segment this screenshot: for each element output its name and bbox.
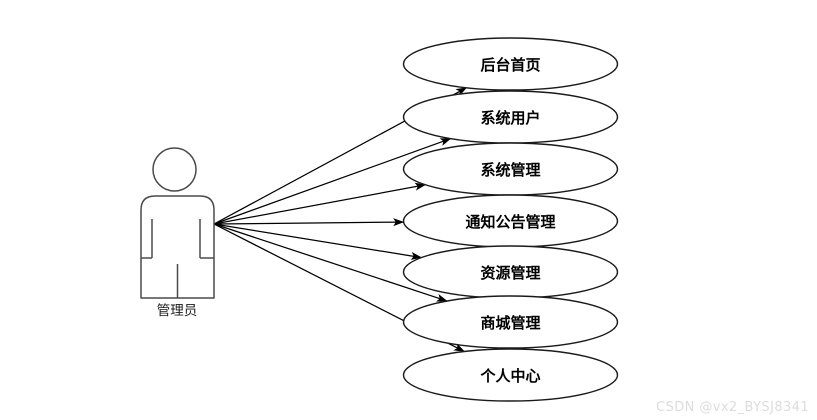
- actor-head-icon: [152, 147, 197, 192]
- use-case-node[interactable]: 系统用户: [402, 90, 619, 144]
- association-line-2: [213, 137, 452, 225]
- use-case-label: 个人中心: [479, 367, 540, 385]
- use-case-label: 后台首页: [480, 56, 540, 74]
- use-case-ellipse: [402, 37, 619, 91]
- association-line-4: [213, 218, 405, 227]
- actor-label: 管理员: [157, 303, 198, 319]
- use-case-label: 系统管理: [480, 161, 540, 179]
- use-case-ellipse: [402, 348, 619, 402]
- use-case-ellipse: [402, 295, 619, 349]
- use-case-label: 系统用户: [480, 109, 540, 127]
- actor-node: 管理员: [140, 147, 215, 319]
- actor-figure[interactable]: 管理员: [140, 147, 215, 319]
- use-case-label: 商城管理: [480, 314, 540, 332]
- use-case-node[interactable]: 通知公告管理: [402, 194, 619, 248]
- association-line-6: [213, 223, 448, 302]
- association-line-3: [213, 182, 427, 225]
- use-case-label: 资源管理: [480, 264, 540, 282]
- use-case-node[interactable]: 资源管理: [402, 245, 619, 299]
- use-case-node[interactable]: 个人中心: [402, 348, 619, 402]
- actor-body-icon: [140, 195, 215, 299]
- association-line-5: [213, 223, 423, 260]
- use-case-label: 通知公告管理: [465, 213, 555, 231]
- watermark-text: CSDN @vx2_BYSJ8341: [656, 400, 809, 415]
- use-case-node[interactable]: 商城管理: [402, 295, 619, 349]
- use-case-node[interactable]: 后台首页: [402, 37, 619, 91]
- use-case-node[interactable]: 系统管理: [402, 142, 619, 196]
